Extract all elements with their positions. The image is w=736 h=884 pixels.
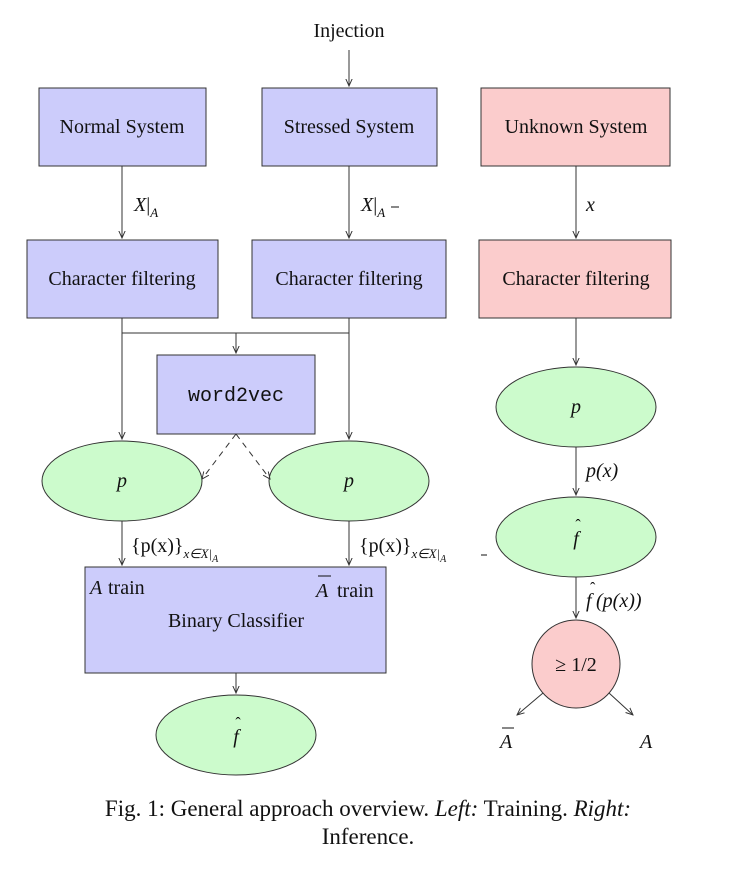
word2vec-label: word2vec	[188, 385, 284, 408]
p-label-mid: p	[342, 470, 354, 492]
label-x-given-a: X|A	[133, 194, 158, 220]
threshold-label: ≥ 1/2	[555, 654, 597, 676]
char-filter-box-stressed	[251, 239, 447, 319]
caption-line-2: Inference.	[322, 824, 415, 849]
unknown-system-box	[480, 87, 671, 167]
char-filter-label-normal: Character filtering	[48, 268, 195, 290]
set-label-a: {p(x)}x∈X|A	[131, 535, 219, 565]
arrow-threshold-to-abar	[517, 692, 544, 715]
label-x-given-abar: X|A	[360, 194, 385, 220]
binary-classifier-label: Binary Classifier	[168, 610, 304, 632]
normal-system-box	[38, 87, 207, 167]
binary-classifier-box	[84, 566, 387, 674]
f-hat-hat-bottom: ˆ	[235, 715, 241, 732]
f-of-p-of-x-hat: ˆ	[590, 580, 596, 597]
arrow-threshold-to-a	[608, 692, 633, 715]
f-hat-hat-right: ˆ	[575, 517, 581, 534]
outcome-a: A	[638, 731, 653, 753]
char-filter-label-stressed: Character filtering	[275, 268, 422, 290]
stressed-system-box	[261, 87, 438, 167]
unknown-system-label: Unknown System	[505, 116, 648, 138]
char-filter-box-normal	[26, 239, 219, 319]
a-train-label: train	[108, 577, 145, 599]
p-label-left: p	[115, 470, 127, 492]
f-of-p-of-x-var: f	[586, 590, 594, 612]
f-of-p-of-x-arg: (p(x))	[596, 590, 642, 612]
f-hat-label-bottom: f	[233, 726, 241, 748]
abar-train-label: train	[337, 580, 374, 602]
label-x-unknown: x	[585, 194, 595, 216]
dashed-arrow-right	[235, 433, 270, 479]
a-train-var: A	[88, 577, 103, 599]
p-of-x-label: p(x)	[584, 460, 619, 482]
p-label-right: p	[569, 396, 581, 418]
threshold-circle	[531, 619, 621, 709]
injection-label: Injection	[313, 20, 384, 42]
char-filter-box-unknown	[478, 239, 672, 319]
normal-system-label: Normal System	[60, 116, 185, 138]
stressed-system-label: Stressed System	[284, 116, 415, 138]
char-filter-label-unknown: Character filtering	[502, 268, 649, 290]
f-hat-label-right: f	[573, 528, 581, 550]
outcome-abar: A	[498, 731, 513, 753]
dashed-arrow-left	[202, 433, 237, 479]
f-hat-ellipse-bottom	[155, 694, 317, 776]
set-label-abar: {p(x)}x∈X|A	[359, 535, 447, 565]
abar-train-var: A	[314, 580, 329, 602]
caption-line-1: Fig. 1: General approach overview. Left:…	[105, 796, 631, 821]
